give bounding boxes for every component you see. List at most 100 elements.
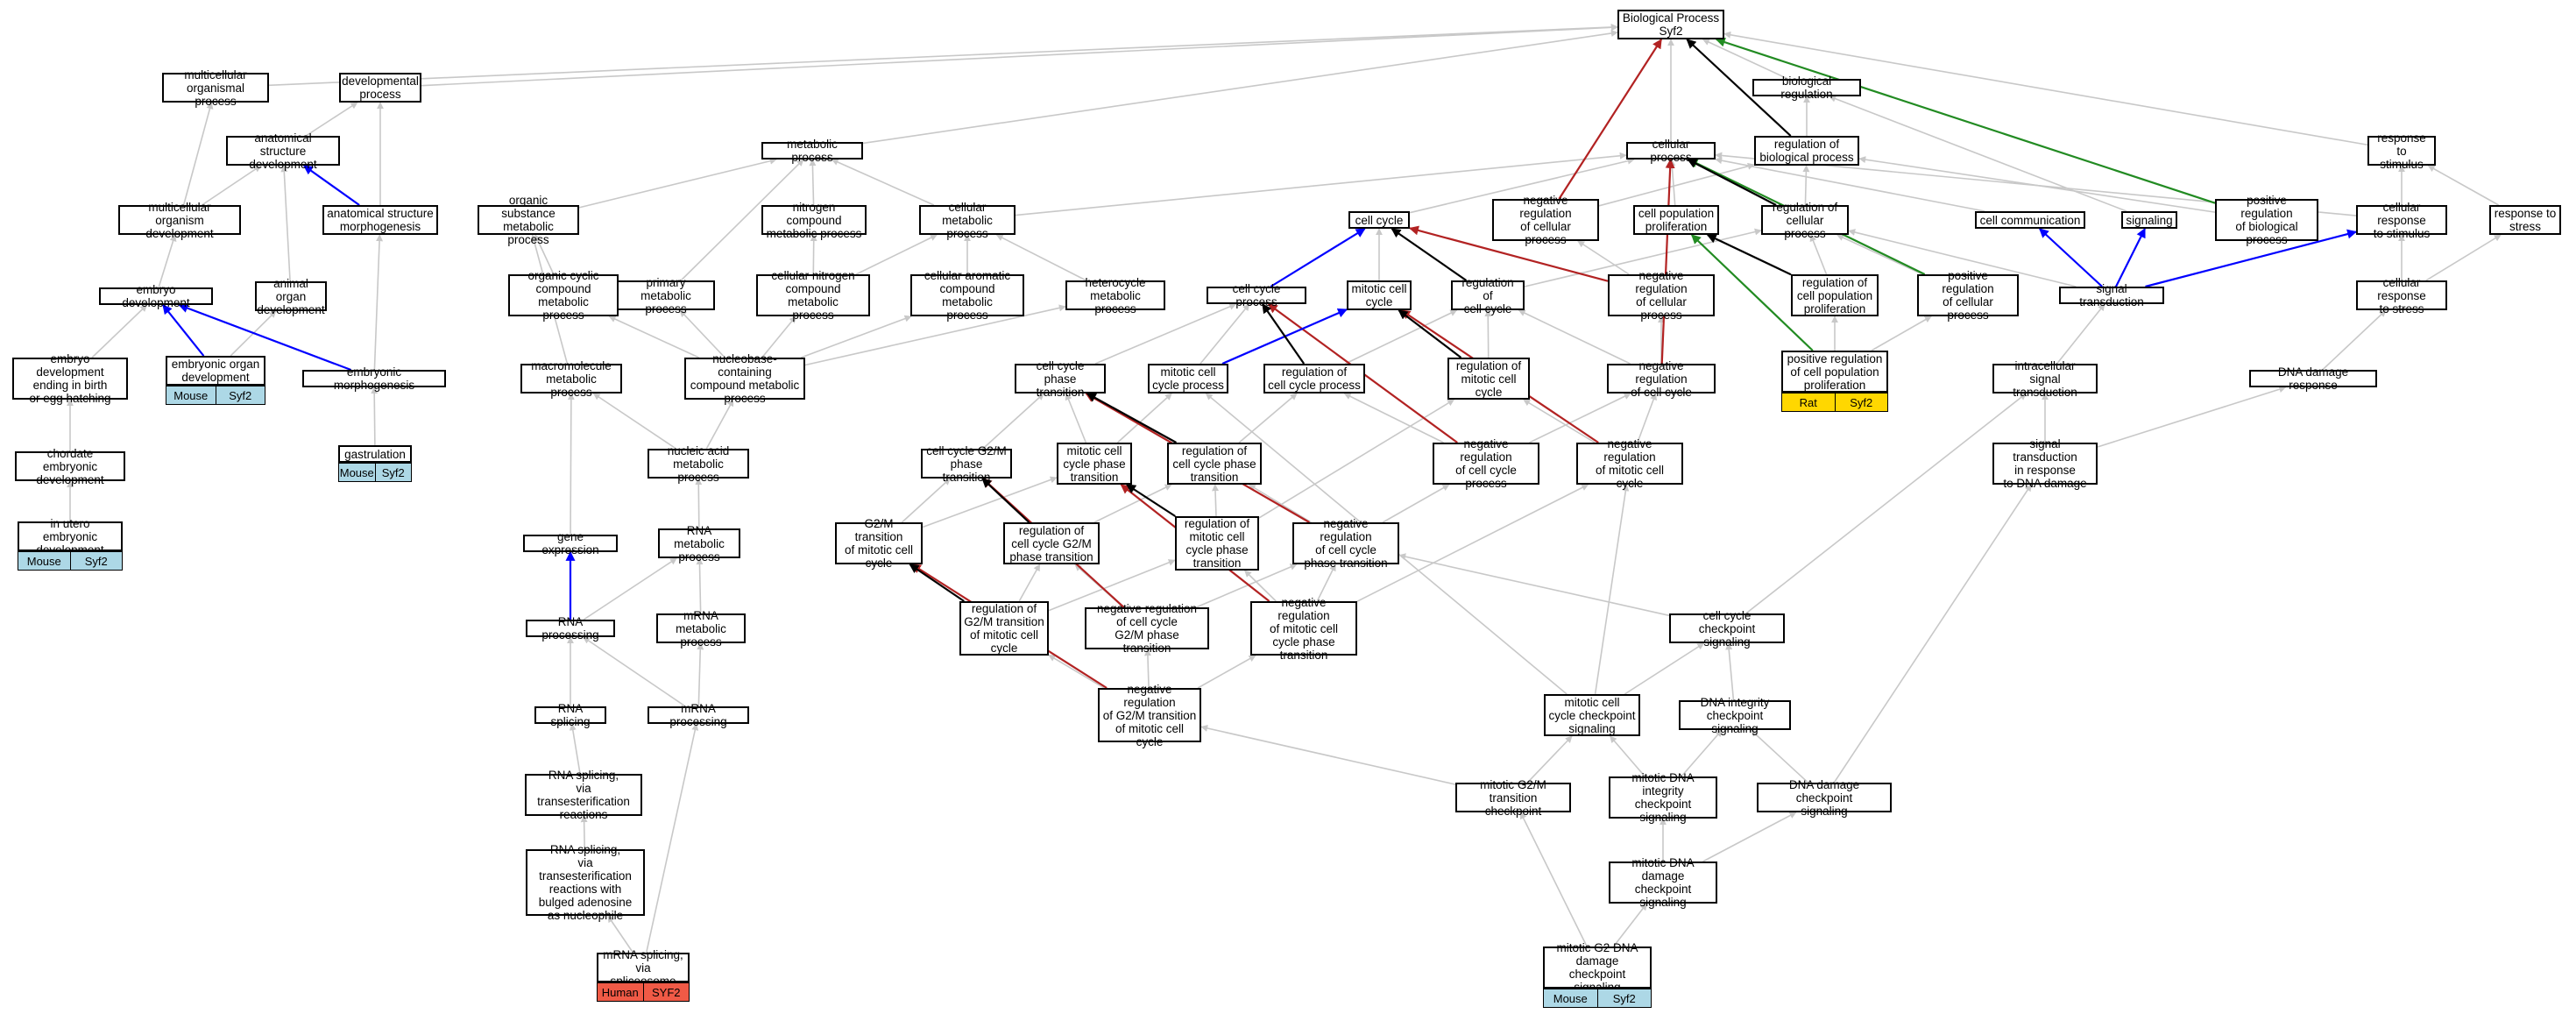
go-term-node-rcc[interactable]: regulation of cell cycle [1451,276,1525,316]
go-term-node-cacmp[interactable]: cellular aromatic compound metabolic pro… [910,269,1024,322]
go-term-node-rmp[interactable]: RNA metabolic process [658,524,740,564]
go-term-node-pmp[interactable]: primary metabolic process [617,276,715,316]
go-term-node-metp[interactable]: metabolic process [761,138,863,164]
go-term-node-rs[interactable]: RNA splicing [534,702,606,728]
go-term-node-crst[interactable]: cellular response to stress [2356,276,2447,316]
go-term-node-edb[interactable]: embryo development ending in birth or eg… [12,352,128,405]
edge-nrmccpt-to-nrccpt [1316,564,1336,602]
go-term-node-mrs[interactable]: mRNA splicing, via spliceosome [597,948,690,988]
go-term-node-ed[interactable]: embryo development [99,283,213,309]
edge-rmccpt-to-mccpt [1126,484,1176,517]
go-term-node-ge[interactable]: gene expression [523,530,618,557]
go-term-node-nrcp[interactable]: negative regulation of cellular process [1492,194,1599,246]
go-term-node-osmp[interactable]: organic substance metabolic process [478,194,579,246]
go-term-node-g2mm[interactable]: G2/M transition of mitotic cell cycle [835,517,923,570]
go-term-node-rccpt[interactable]: regulation of cell cycle phase transitio… [1167,443,1262,485]
go-term-node-rg2m[interactable]: regulation of cell cycle G2/M phase tran… [1003,522,1100,564]
go-term-node-breg[interactable]: biological regulation [1752,74,1861,101]
edge-nrccpt-to-rccpt [1248,484,1312,523]
go-term-node-st[interactable]: signal transduction [2059,282,2164,308]
go-term-node-cp[interactable]: cellular process [1626,138,1716,164]
go-term-node-ddr[interactable]: DNA damage response [2249,365,2377,392]
go-term-node-nbmp[interactable]: nucleobase-containing compound metabolic… [684,352,805,405]
go-term-node-rsba[interactable]: RNA splicing, via transesterification re… [526,843,645,922]
go-term-node-nrccpt[interactable]: negative regulation of cell cycle phase … [1292,517,1399,570]
go-term-node-ced[interactable]: chordate embryonic development [15,447,125,486]
go-term-node-nrmcc[interactable]: negative regulation of mitotic cell cycl… [1576,437,1683,490]
go-term-node-cc[interactable]: cell cycle [1348,211,1410,229]
go-term-node-rp[interactable]: RNA processing [526,615,615,642]
go-term-node-hmp[interactable]: heterocycle metabolic process [1065,276,1165,316]
go-term-node-mccpt[interactable]: mitotic cell cycle phase transition [1057,443,1132,485]
edge-ncmp-to-metp [809,159,817,206]
go-term-node-cpp[interactable]: cell population proliferation [1633,205,1719,235]
go-term-node-mmp[interactable]: macromolecule metabolic process [520,359,622,399]
edge-pnrcp-to-rcp [1836,234,1923,275]
go-term-node-mg2c[interactable]: mitotic G2/M transition checkpoint [1455,778,1571,818]
go-term-node-nrccp[interactable]: negative regulation of cell cycle proces… [1433,437,1539,490]
go-term-node-nrg2m[interactable]: negative regulation of cell cycle G2/M p… [1085,602,1209,655]
annotation-species: Human [598,983,644,1001]
go-term-node-mop[interactable]: multicellular organismal process [162,68,269,108]
go-term-node-em[interactable]: embryonic morphogenesis [302,365,446,392]
go-term-node-rbp[interactable]: regulation of biological process [1754,136,1859,166]
go-term-node-asd[interactable]: anatomical structure development [226,131,340,171]
go-term-node-ncmp[interactable]: nitrogen compound metabolic process [761,201,867,240]
go-term-node-eod[interactable]: embryonic organ development [166,356,265,386]
edge-ddcs-to-stdd [1833,484,2032,783]
go-term-node-ccomm[interactable]: cell communication [1975,211,2085,229]
go-term-node-rstr[interactable]: RNA splicing, via transesterification re… [525,769,642,821]
go-term-node-cncmp[interactable]: cellular nitrogen compound metabolic pro… [756,269,870,322]
go-term-node-asm[interactable]: anatomical structure morphogenesis [322,205,438,235]
go-term-node-mccp[interactable]: mitotic cell cycle process [1148,364,1228,394]
go-term-node-mddcs[interactable]: mitotic DNA damage checkpoint signaling [1609,856,1717,909]
go-term-node-dp[interactable]: developmental process [339,73,421,103]
go-term-node-cct[interactable]: cell cycle phase transition [1015,359,1106,399]
go-term-node-pprcp[interactable]: positive regulation of cell population p… [1781,351,1888,393]
go-term-node-mod[interactable]: multicellular organism development [118,201,241,240]
edge-rmccpt-to-rccpt [1212,484,1220,517]
go-term-node-ccp[interactable]: cell cycle process [1207,282,1306,308]
go-term-node-mcc[interactable]: mitotic cell cycle [1347,280,1412,310]
go-term-node-nrcc[interactable]: negative regulation of cell cycle [1607,359,1716,399]
go-term-node-nrcp2[interactable]: negative regulation of cellular process [1608,269,1715,322]
go-term-node-rmcc[interactable]: regulation of mitotic cell cycle [1447,358,1530,400]
edge-metp-to-bp [862,30,1618,145]
go-term-node-nrg2mm[interactable]: negative regulation of G2/M transition o… [1098,683,1201,748]
go-term-node-rcp[interactable]: regulation of cellular process [1761,201,1849,240]
go-term-node-prbp[interactable]: positive regulation of biological proces… [2215,194,2318,246]
go-term-node-gas[interactable]: gastrulation [338,445,412,463]
go-term-node-cmp[interactable]: cellular metabolic process [919,201,1016,240]
edge-rp-to-rmp [583,557,677,620]
edge-namp-to-nbmp [705,399,734,450]
edge-rg2mm-to-g2mm [909,564,965,602]
go-term-node-stdd[interactable]: signal transduction in response to DNA d… [1992,437,2098,490]
go-term-node-rmccpt[interactable]: regulation of mitotic cell cycle phase t… [1175,516,1259,571]
go-term-node-g2m[interactable]: cell cycle G2/M phase transition [921,444,1012,484]
go-term-node-rts[interactable]: response to stimulus [2367,131,2436,171]
go-term-node-ist[interactable]: intracellular signal transduction [1992,359,2098,399]
go-term-node-mrp[interactable]: mRNA processing [648,702,749,728]
go-term-node-sig[interactable]: signaling [2121,211,2177,229]
go-term-node-rtst[interactable]: response to stress [2489,205,2561,235]
go-term-node-ddcs[interactable]: DNA damage checkpoint signaling [1757,778,1892,818]
go-term-node-namp[interactable]: nucleic acid metabolic process [648,444,749,484]
go-term-node-mdics[interactable]: mitotic DNA integrity checkpoint signali… [1609,771,1717,824]
go-term-node-rg2mm[interactable]: regulation of G2/M transition of mitotic… [959,601,1049,656]
go-term-node-pnrcp[interactable]: positive regulation of cellular process [1917,269,2019,322]
annotation-gene: Syf2 [375,464,411,481]
go-term-node-ccs[interactable]: cell cycle checkpoint signaling [1669,609,1785,649]
go-term-node-mrmp[interactable]: mRNA metabolic process [656,609,746,649]
go-term-node-rccp[interactable]: regulation of cell cycle process [1263,364,1365,394]
go-term-node-bp[interactable]: Biological Process Syf2 [1617,10,1724,39]
go-term-node-dics[interactable]: DNA integrity checkpoint signaling [1679,696,1791,735]
go-term-node-mccs[interactable]: mitotic cell cycle checkpoint signaling [1544,694,1640,736]
go-term-node-iued[interactable]: in utero embryonic development [18,517,123,557]
go-term-node-mg2dd[interactable]: mitotic G2 DNA damage checkpoint signali… [1543,941,1652,994]
go-term-node-nrmccpt[interactable]: negative regulation of mitotic cell cycl… [1250,596,1357,662]
go-term-node-crs[interactable]: cellular response to stimulus [2356,201,2447,240]
go-term-node-aod[interactable]: animal organ development [255,277,327,316]
go-term-node-rcpp[interactable]: regulation of cell population proliferat… [1791,274,1879,316]
go-term-node-occmp[interactable]: organic cyclic compound metabolic proces… [508,269,619,322]
